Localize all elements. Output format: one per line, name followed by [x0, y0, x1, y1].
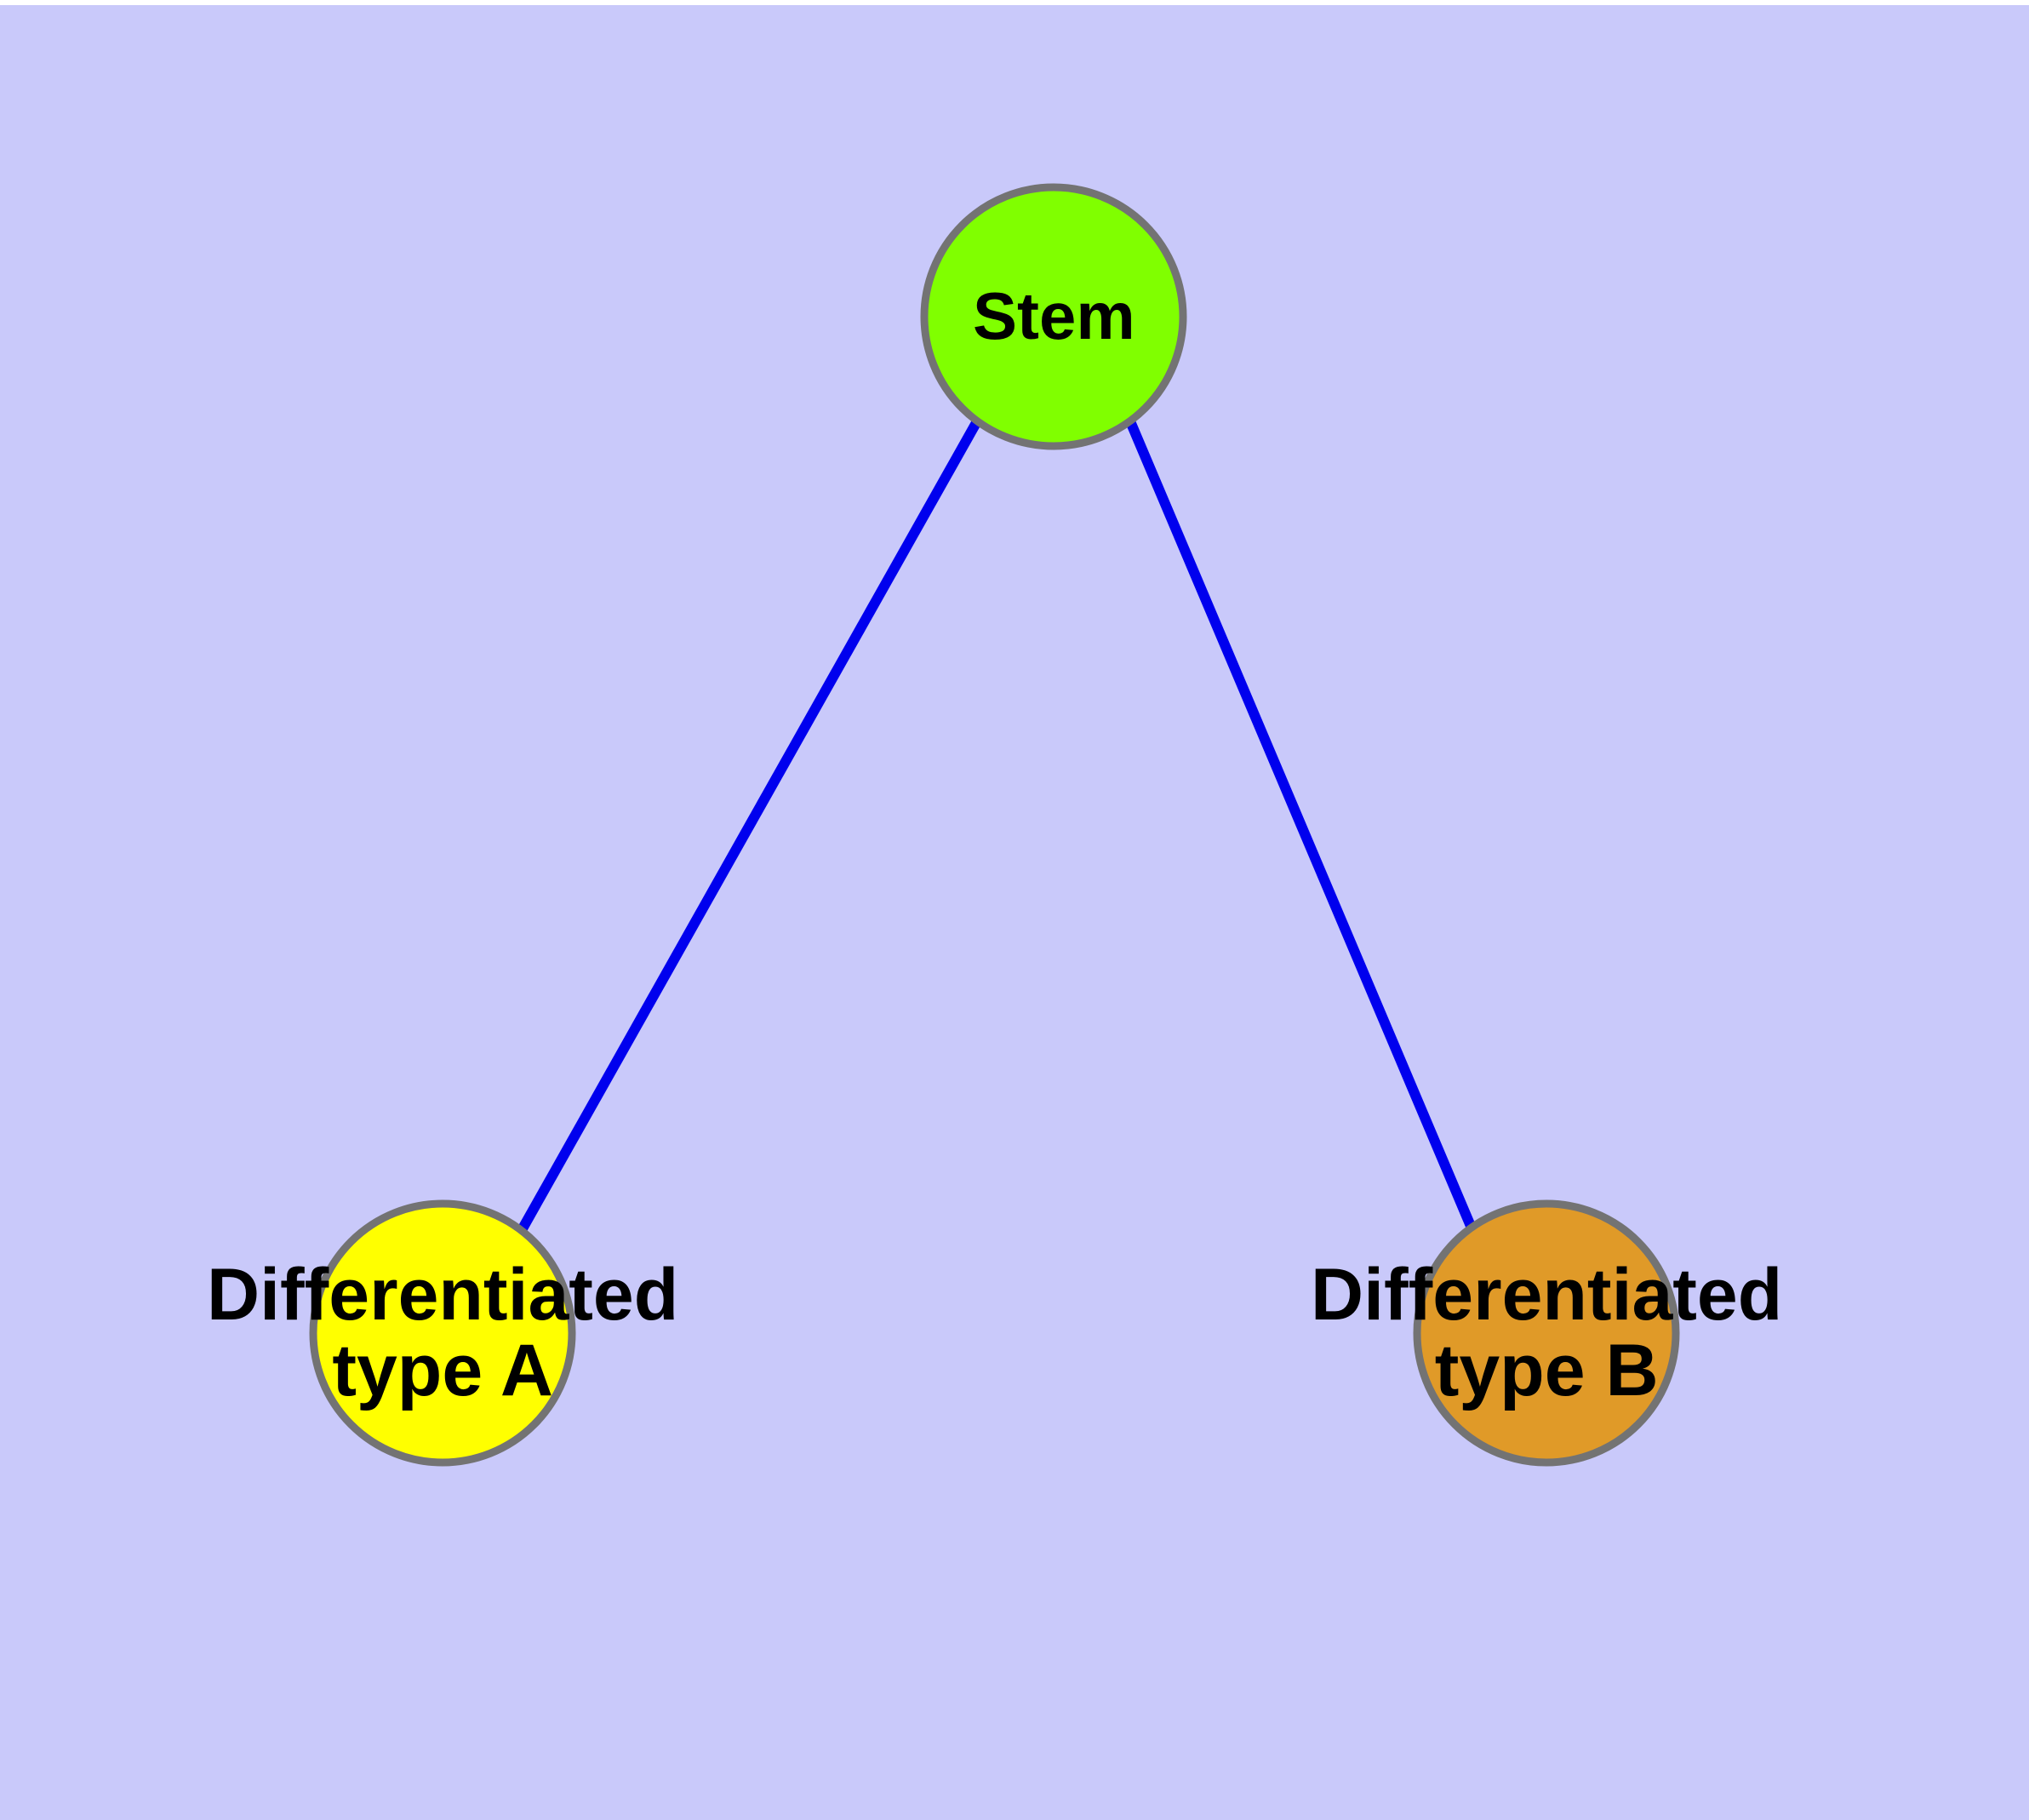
graph-edge-stem-diff_b[interactable] [1125, 419, 1477, 1233]
graph-node-stem[interactable] [920, 183, 1187, 450]
graph-node-diff_b[interactable] [1413, 1199, 1680, 1467]
edge-layer [517, 419, 1477, 1233]
graph-edge-stem-diff_a[interactable] [517, 419, 982, 1233]
graph-node-diff_a[interactable] [309, 1199, 576, 1467]
node-layer [309, 183, 1680, 1467]
